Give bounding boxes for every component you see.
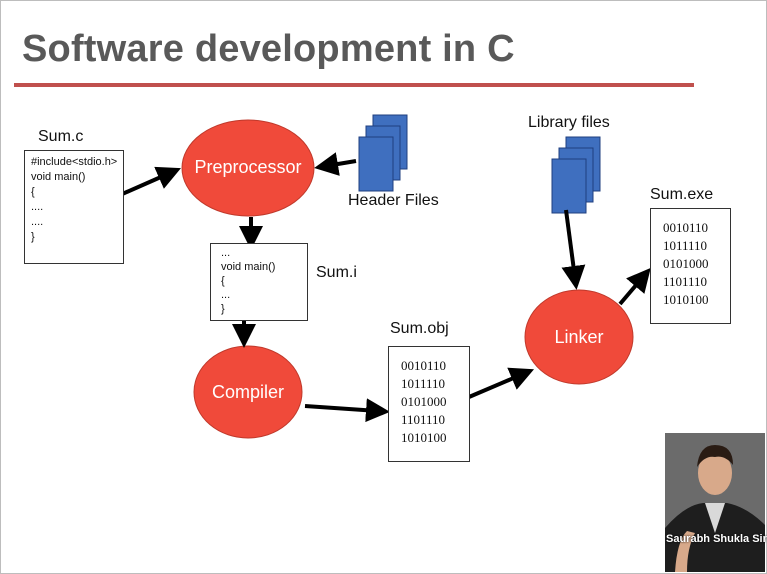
arrow-source-to-preprocessor — [119, 166, 181, 197]
presenter-caption: Saurabh Shukla Sir — [666, 533, 767, 545]
code-line: .... — [31, 216, 44, 228]
presenter-photo — [665, 433, 765, 572]
code-line: void main() — [31, 171, 86, 183]
arrow-headers-to-preprocessor — [314, 152, 357, 176]
source-code-box: #include<stdio.h> void main() { .... ...… — [24, 150, 124, 264]
binary-line: 0010110 — [663, 220, 709, 235]
slide-title: Software development in C — [22, 28, 515, 70]
binary-line: 1011110 — [401, 376, 446, 391]
code-line: } — [31, 231, 35, 243]
header-files-icon — [358, 114, 408, 192]
binary-line: 0101000 — [663, 256, 709, 271]
obj-binary-box: 0010110 1011110 0101000 1101110 1010100 — [388, 346, 470, 462]
binary-line: 1101110 — [663, 274, 708, 289]
arrow-linker-to-exe — [618, 267, 651, 306]
code-line: { — [31, 186, 35, 198]
preprocessor-label: Preprocessor — [194, 157, 302, 177]
linker-label: Linker — [554, 327, 604, 347]
binary-line: 0101000 — [401, 394, 447, 409]
preprocessed-code-box: ... void main() { ... } — [210, 243, 308, 321]
arrow-compiler-to-obj — [304, 398, 390, 423]
sum-c-label: Sum.c — [38, 128, 84, 145]
code-line: void main() — [221, 261, 276, 273]
preprocessor-node — [181, 119, 315, 217]
binary-line: 1011110 — [663, 238, 708, 253]
header-files-label: Header Files — [348, 192, 439, 209]
binary-line: 1010100 — [401, 430, 447, 445]
library-files-label: Library files — [528, 114, 610, 131]
binary-line: 1010100 — [663, 292, 709, 307]
code-line: #include<stdio.h> — [31, 156, 118, 168]
sum-i-label: Sum.i — [316, 264, 357, 281]
sum-exe-label: Sum.exe — [650, 186, 714, 203]
title-rule — [14, 83, 694, 87]
code-line: { — [221, 275, 225, 287]
code-line: .... — [31, 201, 44, 213]
library-files-icon — [551, 136, 601, 214]
presenter-silhouette-icon — [665, 433, 765, 572]
compiler-label: Compiler — [211, 382, 285, 402]
sum-obj-label: Sum.obj — [390, 320, 449, 337]
binary-line: 1101110 — [401, 412, 446, 427]
binary-line: 0010110 — [401, 358, 447, 373]
linker-node — [524, 289, 634, 385]
arrow-obj-to-linker — [468, 367, 535, 399]
arrow-library-to-linker — [561, 209, 586, 290]
exe-binary-box: 0010110 1011110 0101000 1101110 1010100 — [650, 208, 731, 324]
code-line: } — [221, 303, 225, 315]
code-line: ... — [221, 289, 231, 301]
code-line: ... — [221, 247, 231, 259]
